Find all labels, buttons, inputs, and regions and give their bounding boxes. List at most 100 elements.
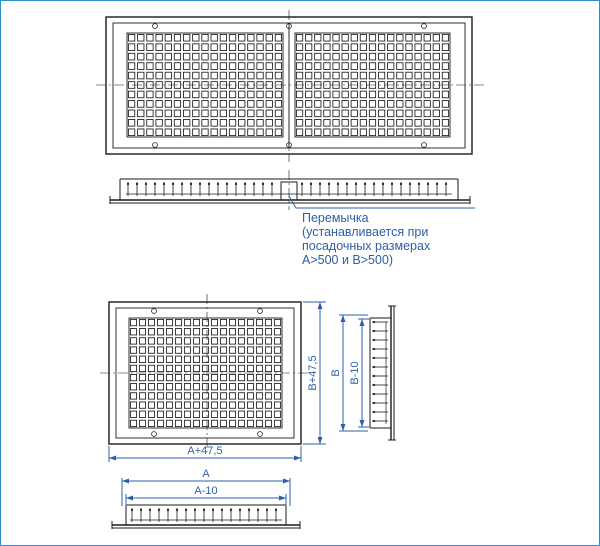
grille-cell (305, 52, 313, 61)
grille-cell (164, 119, 172, 127)
grille-cell (192, 419, 201, 428)
grille-cell (228, 33, 237, 42)
crossbar-callout: Перемычка (устанавливается при посадочны… (288, 195, 475, 267)
grille-cell (423, 52, 431, 61)
grille-cell (156, 419, 165, 428)
grille-cell (228, 62, 237, 70)
grille-cell (192, 43, 200, 51)
profile-fin-tip (426, 182, 430, 186)
grille-cell (174, 364, 183, 373)
grille-cell (405, 52, 413, 61)
grille-cell (246, 318, 255, 327)
grille-cell (247, 90, 255, 99)
grille-cell (228, 383, 237, 391)
grille-cell (414, 43, 422, 51)
grille-cell (314, 43, 322, 51)
grille-cell (247, 100, 255, 108)
grille-cell (432, 52, 440, 61)
grille-cell (378, 119, 386, 127)
grille-cell (228, 355, 237, 363)
grille-cell (405, 109, 413, 118)
grille-cell (147, 419, 156, 428)
grille-cell (314, 52, 322, 61)
grille-cell (210, 346, 219, 354)
grille-cell (183, 383, 192, 391)
grille-cell (183, 373, 192, 382)
profile-fin-tip (372, 338, 376, 342)
grille-cell (441, 43, 450, 51)
grille-cell (210, 364, 219, 373)
grille-cell (228, 364, 237, 373)
grille-cell (201, 337, 210, 345)
grille-cell (341, 128, 349, 137)
grille-cell (228, 52, 237, 61)
grille-cell (219, 328, 228, 336)
grille-cell (341, 52, 349, 61)
grille-cell (174, 355, 183, 363)
grille-cell (228, 346, 237, 354)
grille-cell (138, 373, 147, 382)
grille-cell (147, 401, 156, 409)
grille-cell (219, 355, 228, 363)
grille-cell (314, 128, 322, 137)
grille-cell (165, 419, 174, 428)
grille-cell (256, 43, 264, 51)
grille-cell (165, 318, 174, 327)
grille-cell (314, 71, 322, 80)
grille-cell (405, 90, 413, 99)
mounting-screw-icon (152, 23, 427, 148)
grille-cell (228, 401, 237, 409)
grille-cell (255, 318, 264, 327)
grille-cell (359, 33, 367, 42)
grille-cell (341, 109, 349, 118)
grille-cell (183, 33, 191, 42)
grille-cell (192, 90, 200, 99)
profile-fin-tip (144, 182, 148, 186)
grille-cell (183, 90, 191, 99)
profile-fin-tip (216, 182, 220, 186)
grille-cell (432, 33, 440, 42)
profile-fin-tip (435, 182, 439, 186)
single-grille-side-profile (369, 305, 396, 441)
grille-cell (414, 119, 422, 127)
grille-cell (210, 318, 219, 327)
grille-cell (147, 318, 156, 327)
grille-cell (396, 62, 404, 70)
grille-cell (137, 128, 145, 137)
grille-cell (183, 401, 192, 409)
grille-cell (129, 383, 138, 391)
grille-cell (387, 43, 395, 51)
grille-cell (192, 392, 201, 400)
profile-fin-tip (261, 182, 265, 186)
grille-cell (201, 401, 210, 409)
grille-cell (305, 62, 313, 70)
grille-cell (165, 373, 174, 382)
grille-cell (378, 52, 386, 61)
grille-cell (127, 90, 136, 99)
profile-fin-tip (372, 392, 376, 396)
grille-cell (265, 43, 273, 51)
grille-cell (201, 318, 210, 327)
grille-cell (201, 62, 209, 70)
grille-cell (247, 62, 255, 70)
grille-cell (210, 410, 219, 418)
grille-cell (359, 71, 367, 80)
grille-cell (173, 33, 182, 42)
dimension-height-outer: В+47,5 (303, 301, 326, 445)
grille-cell (423, 71, 431, 80)
grille-cell (219, 52, 227, 61)
grille-cell (256, 52, 264, 61)
grille-cell (414, 90, 422, 99)
profile-fin-tip (220, 508, 224, 512)
grille-cell (183, 119, 191, 127)
grille-cell (237, 337, 246, 345)
grille-cell (323, 109, 331, 118)
grille-cell (273, 337, 282, 345)
grille-cell (274, 71, 283, 80)
grille-cell (295, 52, 304, 61)
grille-cell (129, 373, 138, 382)
grille-cell (183, 43, 191, 51)
grille-cell (295, 128, 304, 137)
grille-cell (147, 373, 156, 382)
grille-cell (173, 71, 182, 80)
